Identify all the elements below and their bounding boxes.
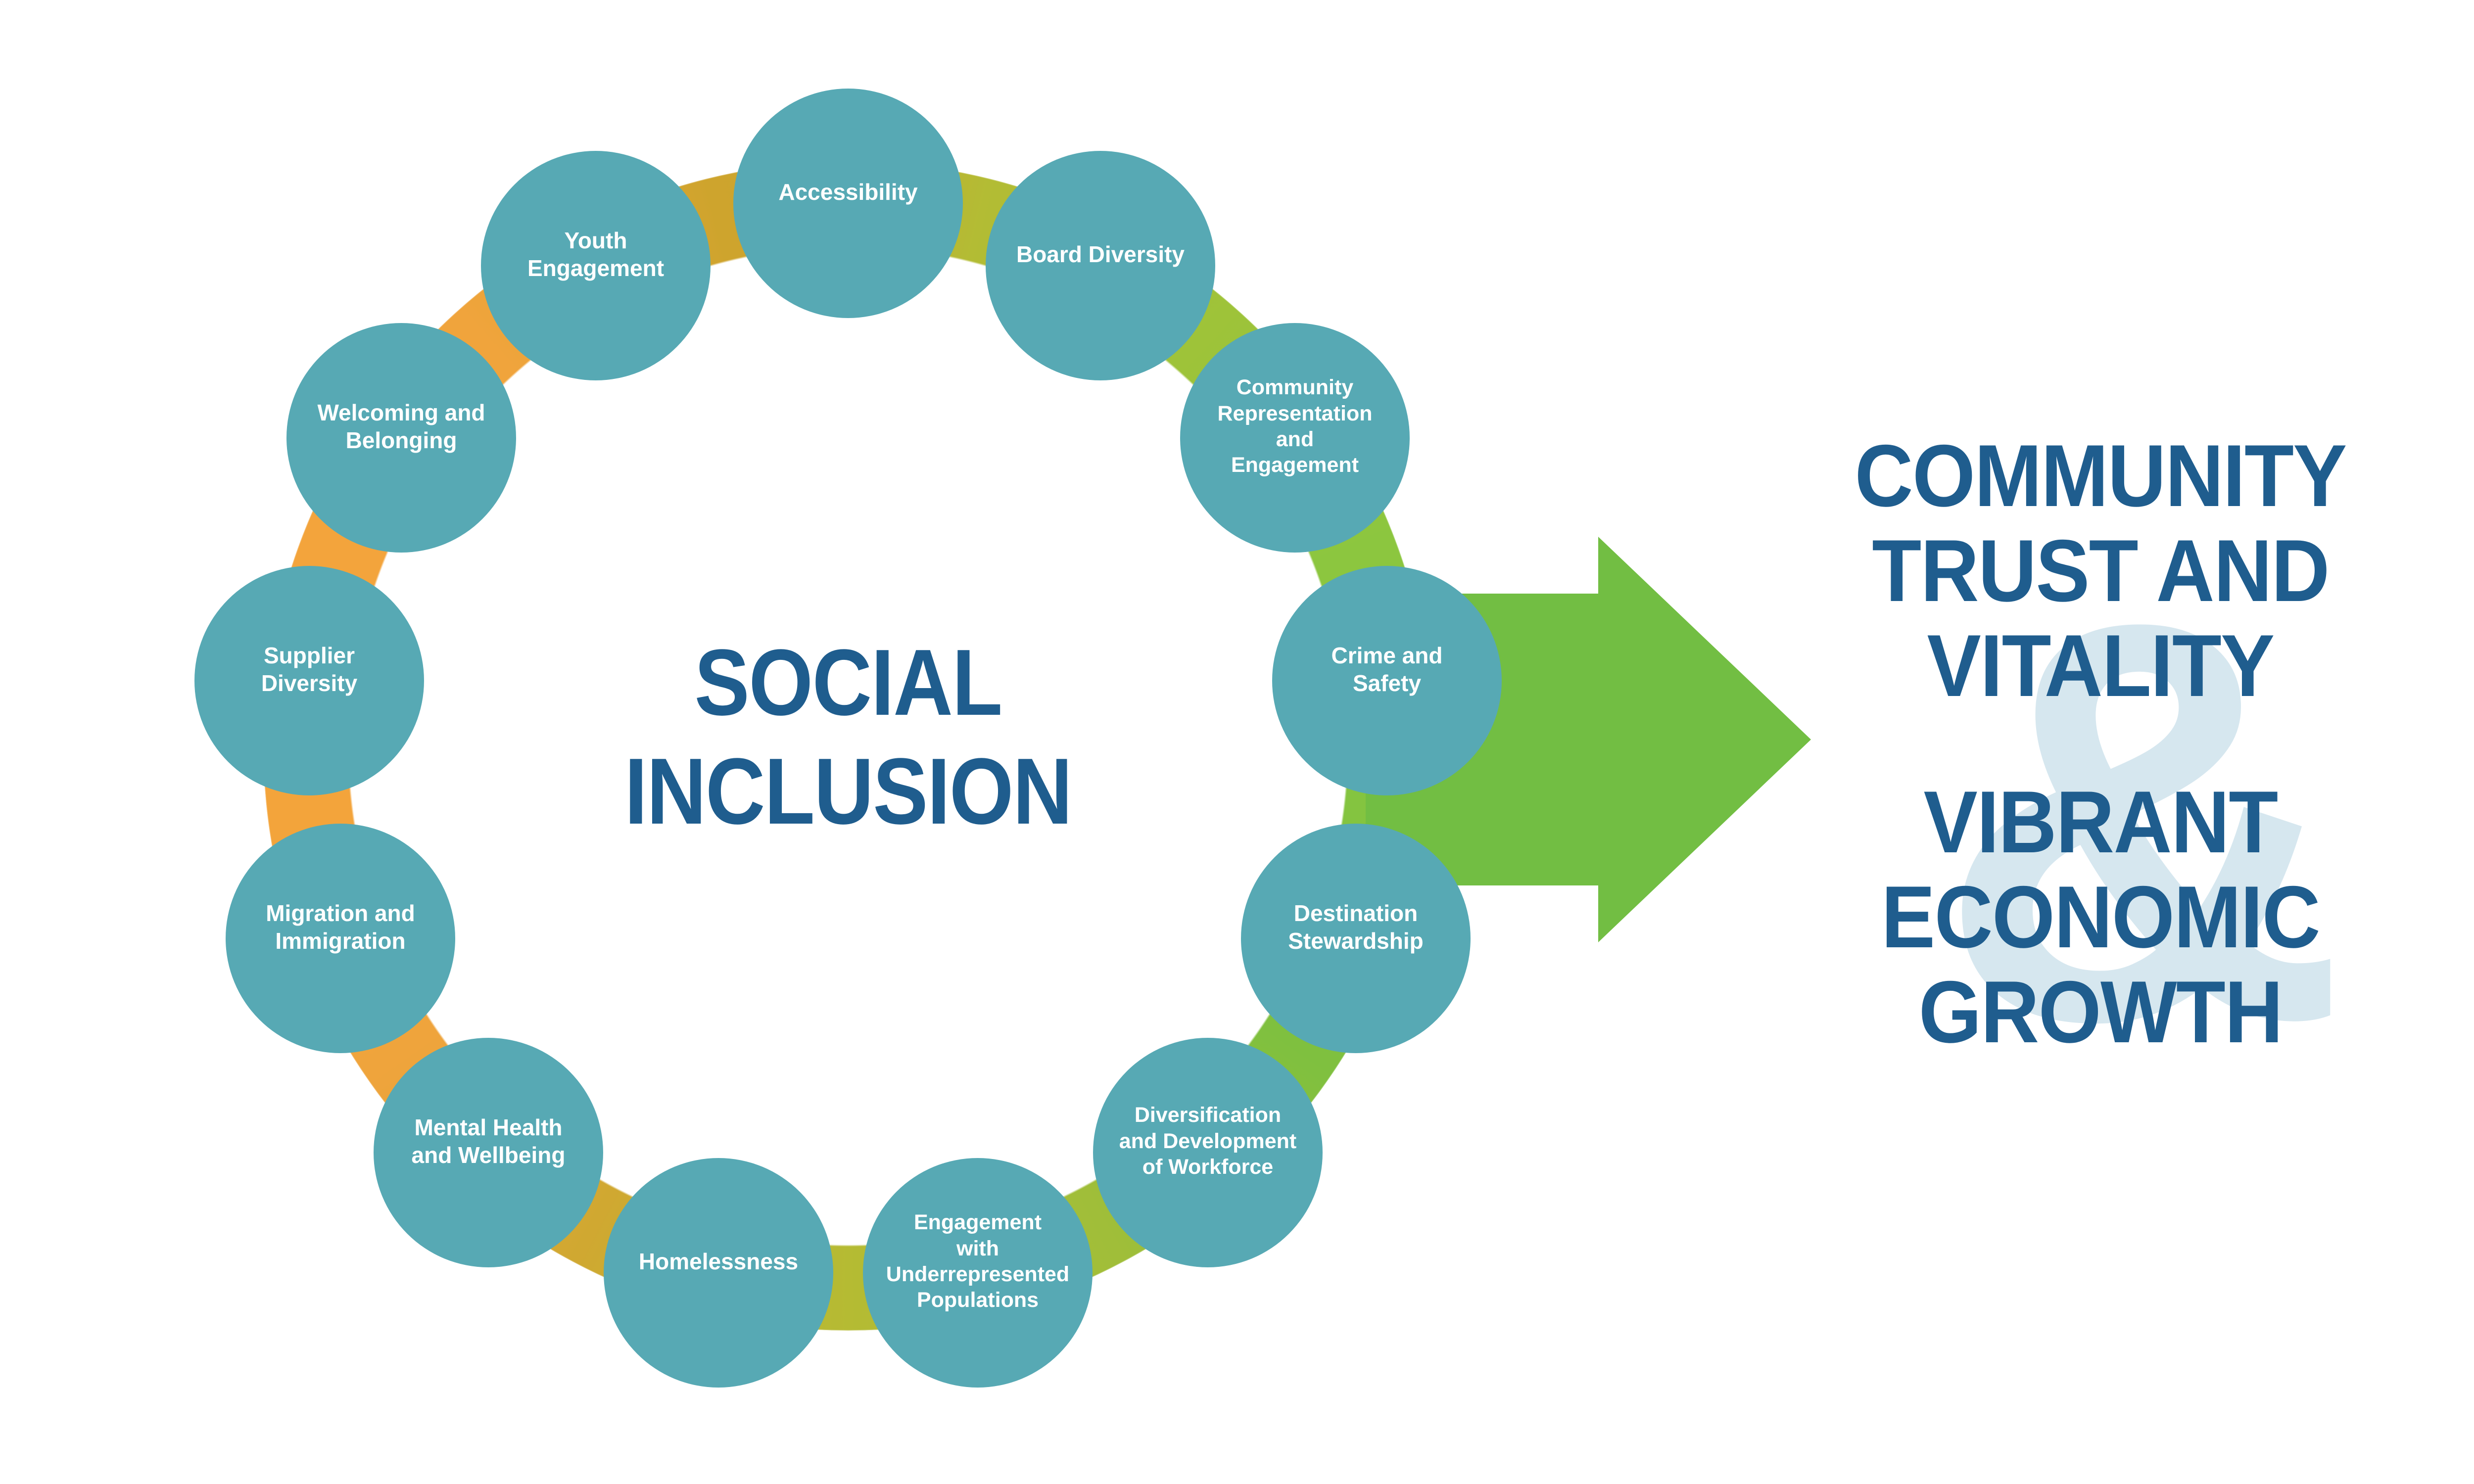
node-mental-health-and-wellbeing: Mental Health and Wellbeing (374, 1038, 603, 1267)
node-engagement-with-underrepresented-populations: Engagement with Underrepresented Populat… (863, 1158, 1093, 1388)
node-welcoming-and-belonging: Welcoming and Belonging (286, 323, 516, 553)
node-crime-and-safety: Crime and Safety (1272, 566, 1502, 795)
node-diversification-and-development-of-workforce: Diversification and Development of Workf… (1093, 1038, 1323, 1267)
center-title: SOCIAL INCLUSION (624, 630, 1073, 844)
node-supplier-diversity: Supplier Diversity (194, 566, 424, 795)
node-youth-engagement: Youth Engagement (481, 151, 711, 380)
node-migration-and-immigration: Migration and Immigration (226, 824, 455, 1053)
node-destination-stewardship: Destination Stewardship (1241, 824, 1471, 1053)
node-community-representation-and-engagement: Community Representation and Engagement (1180, 323, 1410, 553)
node-homelessness: Homelessness (604, 1158, 833, 1388)
outcome-community-trust-and-vitality: COMMUNITY TRUST AND VITALITY (1855, 426, 2347, 715)
ampersand-watermark: & (1937, 503, 2348, 1139)
node-accessibility: Accessibility (733, 89, 963, 318)
node-board-diversity: Board Diversity (986, 151, 1215, 380)
outcome-vibrant-economic-growth: VIBRANT ECONOMIC GROWTH (1881, 773, 2321, 1062)
